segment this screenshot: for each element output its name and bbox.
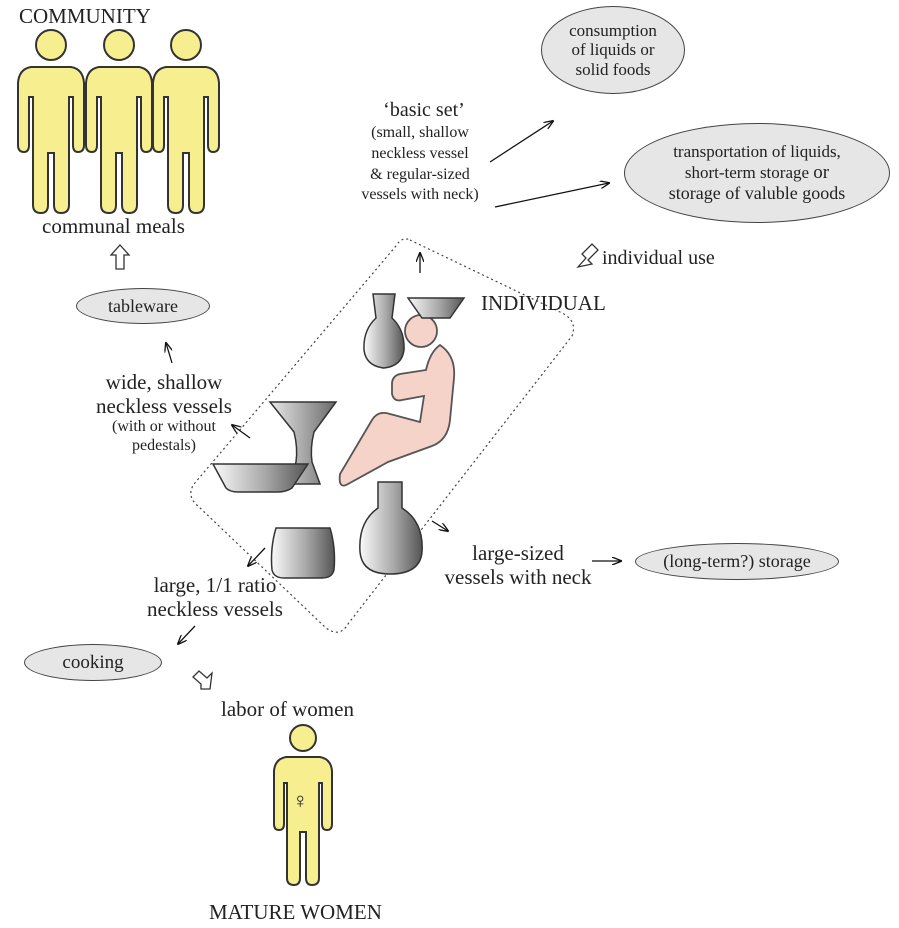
cooking-vessels-line1: large, 1/1 ratio: [153, 573, 277, 597]
transport-line2: short-term storage or: [685, 162, 829, 184]
individual-title: INDIVIDUAL: [481, 291, 606, 315]
shallow-bowl-small-icon: [406, 297, 466, 319]
flow-arrows: [166, 121, 621, 644]
basic-set-title: ‘basic set’: [383, 99, 465, 121]
mature-women-title: MATURE WOMEN: [209, 900, 382, 924]
hollow-arrows: [109, 243, 599, 690]
basic-set-line3: & regular-sized: [370, 165, 470, 183]
transport-line3: storage of valuble goods: [668, 183, 846, 204]
cooking-label: cooking: [62, 651, 124, 673]
arrow-wide-vessels: [232, 425, 251, 439]
community-title: COMMUNITY: [19, 4, 151, 28]
cooking-ellipse: cooking: [24, 644, 162, 681]
labor-of-women-label: labor of women: [221, 697, 354, 721]
large-neck-line1: large-sized: [472, 541, 564, 565]
wide-bowl-icon: [211, 463, 310, 493]
cooking-vessels-label: large, 1/1 ratio neckless vessels: [118, 573, 312, 621]
female-symbol-icon: ♀: [292, 788, 309, 813]
large-neck-vessel-icon: [359, 481, 423, 575]
arrow-labor: [192, 670, 213, 690]
consumption-line3: solid foods: [575, 59, 651, 79]
arrow-transport: [494, 183, 609, 208]
cooking-pot-icon: [270, 527, 336, 579]
tableware-label: tableware: [108, 295, 178, 316]
basic-set-line1: (small, shallow: [371, 124, 469, 141]
cooking-vessels-line2: neckless vessels: [147, 597, 283, 622]
storage-label: (long-term?) storage: [663, 551, 811, 572]
consumption-line2: of liquids or: [571, 40, 655, 60]
arrow-cooking-vessels: [248, 547, 266, 566]
wide-vessels-line1: wide, shallow: [105, 370, 223, 394]
wide-vessels-note1: (with or without: [112, 418, 216, 436]
basic-set-label: ‘basic set’ (small, shallow neckless ves…: [330, 97, 510, 206]
mature-woman-icon: [273, 724, 333, 887]
community-people-icon: [17, 29, 220, 215]
individual-figure-icon: [338, 314, 456, 487]
person-icon: [152, 29, 220, 215]
individual-frame: [190, 238, 575, 633]
individual-use-label: individual use: [602, 247, 715, 269]
arrow-individual-use: [576, 243, 599, 269]
arrow-consumption: [489, 121, 553, 163]
large-neck-line2: vessels with neck: [444, 565, 592, 590]
transport-line1: transportation of liquids,: [673, 141, 841, 161]
communal-meals-label: communal meals: [42, 214, 185, 238]
wide-vessels-note2: pedestals): [132, 436, 196, 454]
storage-ellipse: (long-term?) storage: [635, 543, 839, 580]
basic-set-line2: neckless vessel: [371, 144, 469, 162]
wide-vessels-line2: neckless vessels: [96, 394, 232, 419]
vessel-icons: [211, 293, 466, 579]
pedestal-vessel-icon: [268, 401, 338, 485]
tableware-ellipse: tableware: [76, 288, 210, 324]
arrow-cooking: [178, 625, 196, 644]
transport-line2b: or: [813, 161, 830, 183]
neck-vessel-small-icon: [363, 293, 405, 369]
transport-ellipse: transportation of liquids, short-term st…: [624, 123, 890, 223]
person-icon: [17, 29, 85, 215]
wide-shallow-vessels-label: wide, shallow neckless vessels (with or …: [58, 370, 270, 455]
consumption-ellipse: consumption of liquids or solid foods: [541, 6, 685, 94]
arrow-large-neck: [431, 520, 448, 531]
arrow-communal-up: [109, 244, 131, 270]
person-icon: [85, 29, 153, 215]
consumption-line1: consumption: [569, 20, 657, 40]
transport-line2a: short-term storage: [684, 162, 810, 182]
large-neck-vessels-label: large-sized vessels with neck: [430, 541, 606, 589]
basic-set-line4: vessels with neck): [361, 186, 479, 204]
arrow-tableware: [166, 343, 173, 364]
